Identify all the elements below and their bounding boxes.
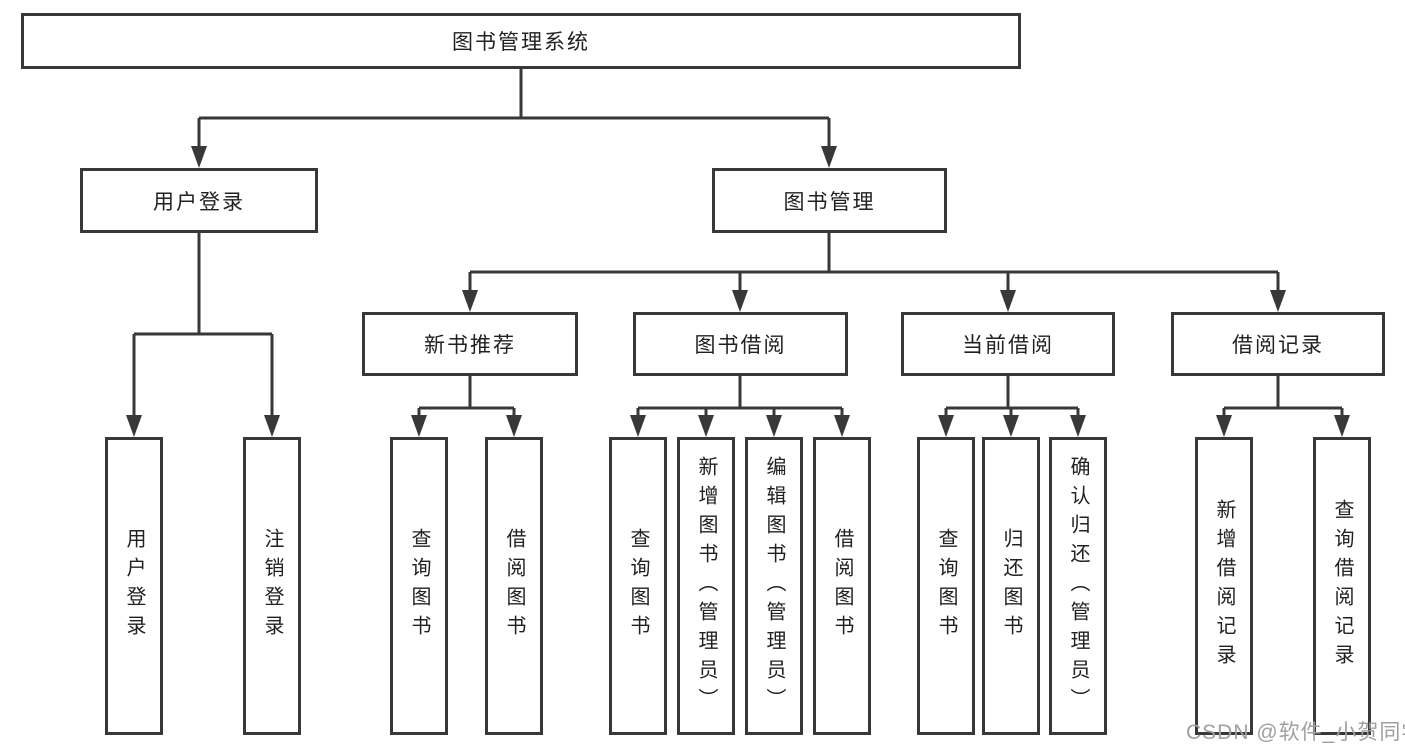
leaf-current-confirm-return-admin: 确认归还（管理员） — [1049, 437, 1107, 735]
node-user-login: 用户登录 — [80, 168, 318, 233]
csdn-watermark: CSDN @软件_小贺同学 — [1186, 721, 1405, 744]
leaf-recommend-borrow-books: 借阅图书 — [485, 437, 543, 735]
leaf-borrow-edit-books-admin: 编辑图书（管理员） — [745, 437, 803, 735]
node-new-book-recommend: 新书推荐 — [362, 312, 578, 376]
node-borrow-records: 借阅记录 — [1171, 312, 1385, 376]
leaf-current-query-books: 查询图书 — [917, 437, 975, 735]
node-book-management: 图书管理 — [712, 168, 947, 233]
leaf-current-return-books: 归还图书 — [982, 437, 1040, 735]
leaf-borrow-add-books-admin: 新增图书（管理员） — [677, 437, 735, 735]
leaf-user-login: 用户登录 — [105, 437, 163, 735]
leaf-borrow-borrow-books: 借阅图书 — [813, 437, 871, 735]
leaf-records-query-record: 查询借阅记录 — [1313, 437, 1371, 735]
leaf-borrow-query-books: 查询图书 — [609, 437, 667, 735]
node-current-borrow: 当前借阅 — [901, 312, 1115, 376]
leaf-records-add-record: 新增借阅记录 — [1195, 437, 1253, 735]
node-book-borrow: 图书借阅 — [633, 312, 848, 376]
leaf-recommend-query-books: 查询图书 — [390, 437, 448, 735]
leaf-logout: 注销登录 — [243, 437, 301, 735]
node-root-system: 图书管理系统 — [21, 13, 1021, 69]
